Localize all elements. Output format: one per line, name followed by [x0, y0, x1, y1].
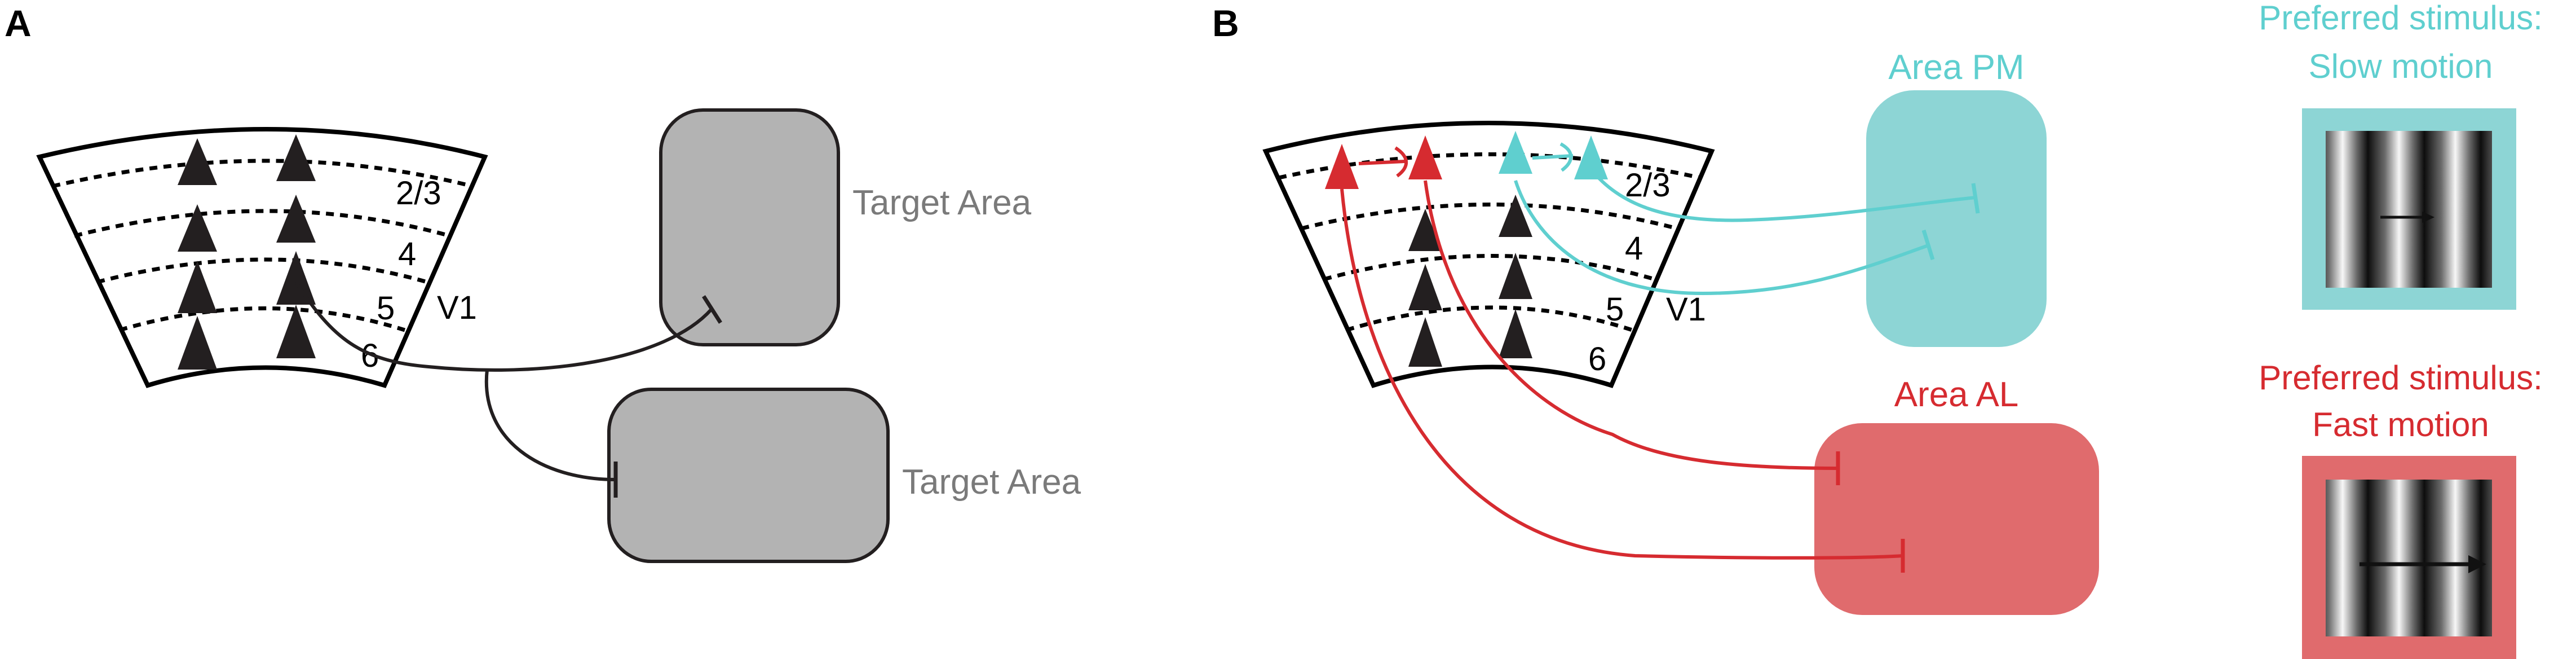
pyramidal-neuron-icon [1499, 195, 1532, 237]
target-area-label-upper: Target Area [852, 183, 1032, 222]
area-pm-box [1866, 90, 2047, 347]
pyramidal-neuron-icon [276, 305, 316, 358]
stim-fast-title: Preferred stimulus: [2259, 359, 2543, 397]
layer-boundary-4 [119, 306, 406, 332]
stim-fast-panel [2302, 456, 2516, 659]
target-area-upper [659, 108, 840, 346]
axon-terminal-icon [1559, 142, 1573, 172]
pyramidal-neuron-icon [1574, 135, 1608, 179]
axon-terminal-icon [1921, 229, 1935, 261]
drifting-grating-icon [2326, 131, 2492, 288]
stim-slow-subtitle: Slow motion [2309, 47, 2493, 85]
axon-to-pm-1 [1589, 168, 1977, 222]
pyramidal-neuron-icon [1408, 264, 1442, 310]
neuron-group-a [178, 134, 316, 370]
pyramidal-neuron-icon [1408, 209, 1442, 251]
pyramidal-neuron-icon [178, 261, 217, 313]
stim-slow-panel [2302, 108, 2516, 310]
axon-terminal-icon [1394, 146, 1408, 178]
stim-slow-title: Preferred stimulus: [2259, 0, 2543, 37]
pyramidal-neuron-icon [1325, 144, 1359, 189]
axon-to-al-1 [1424, 180, 1839, 470]
axon-terminal-icon [1971, 183, 1980, 214]
layer-boundary-2 [1301, 203, 1678, 231]
stim-fast-subtitle: Fast motion [2312, 406, 2489, 443]
axon-branch-to-lower [484, 369, 616, 481]
layer-boundary-4 [1345, 305, 1633, 332]
pyramidal-neuron-icon [178, 138, 217, 185]
layer-label-4: 4 [1625, 230, 1643, 267]
pyramidal-neuron-icon [276, 195, 316, 243]
target-area-label-lower: Target Area [902, 463, 1081, 502]
pyramidal-neuron-icon [276, 251, 316, 305]
local-connection-pm [1532, 154, 1574, 160]
layer-boundary-3 [96, 257, 428, 284]
area-al-box [1814, 423, 2099, 615]
drifting-grating-icon [2326, 480, 2492, 636]
motion-arrowhead [2422, 212, 2434, 223]
neuron-group-pm [1499, 131, 1608, 179]
pyramidal-neuron-icon [178, 316, 217, 370]
motion-arrowhead [2468, 555, 2486, 573]
pyramidal-neuron-icon [178, 204, 217, 252]
layer-boundary-1 [52, 159, 473, 188]
panel-a-label: A [5, 2, 32, 44]
axon-to-al-2 [1340, 188, 1903, 560]
axon-to-upper [294, 281, 713, 372]
axon-projections-pm [1514, 168, 1980, 296]
panel-a: A 2/3 4 5 6 V1 Target Area [5, 2, 1081, 563]
axon-to-pm-2 [1514, 180, 1929, 296]
layer-boundary-2 [74, 209, 450, 238]
pyramidal-neuron-icon [1408, 317, 1442, 367]
panel-b-label: B [1212, 2, 1239, 44]
local-connection-al [1358, 160, 1406, 165]
axon-terminal-icon [702, 295, 722, 324]
layer-label-2-3: 2/3 [1625, 167, 1671, 204]
v1-cortex-wedge-a [36, 127, 488, 388]
target-area-lower [607, 388, 890, 563]
region-label-v1: V1 [437, 289, 477, 326]
region-label-v1: V1 [1666, 291, 1706, 328]
layer-label-6: 6 [1588, 341, 1606, 377]
pyramidal-neuron-icon [1408, 135, 1442, 179]
layer-boundary-3 [1323, 254, 1655, 282]
cortex-outline [36, 127, 488, 388]
v1-cortex-wedge-b [1262, 121, 1715, 388]
axon-projections-al [1340, 180, 1905, 573]
pyramidal-neuron-icon [1499, 131, 1532, 174]
pyramidal-neuron-icon [1499, 253, 1532, 299]
layer-label-5: 5 [1606, 291, 1624, 328]
neuron-group-b [1408, 195, 1532, 367]
area-al-label: Area AL [1894, 375, 2019, 414]
panel-b: B [1212, 0, 2543, 659]
layer-label-5: 5 [377, 290, 395, 327]
neuron-group-al [1325, 135, 1442, 189]
pyramidal-neuron-icon [1499, 309, 1532, 358]
layer-label-2-3: 2/3 [396, 175, 441, 212]
area-pm-label: Area PM [1888, 48, 2024, 87]
pyramidal-neuron-icon [276, 134, 316, 181]
axon-projections-a [294, 281, 722, 498]
layer-label-4: 4 [398, 236, 416, 273]
